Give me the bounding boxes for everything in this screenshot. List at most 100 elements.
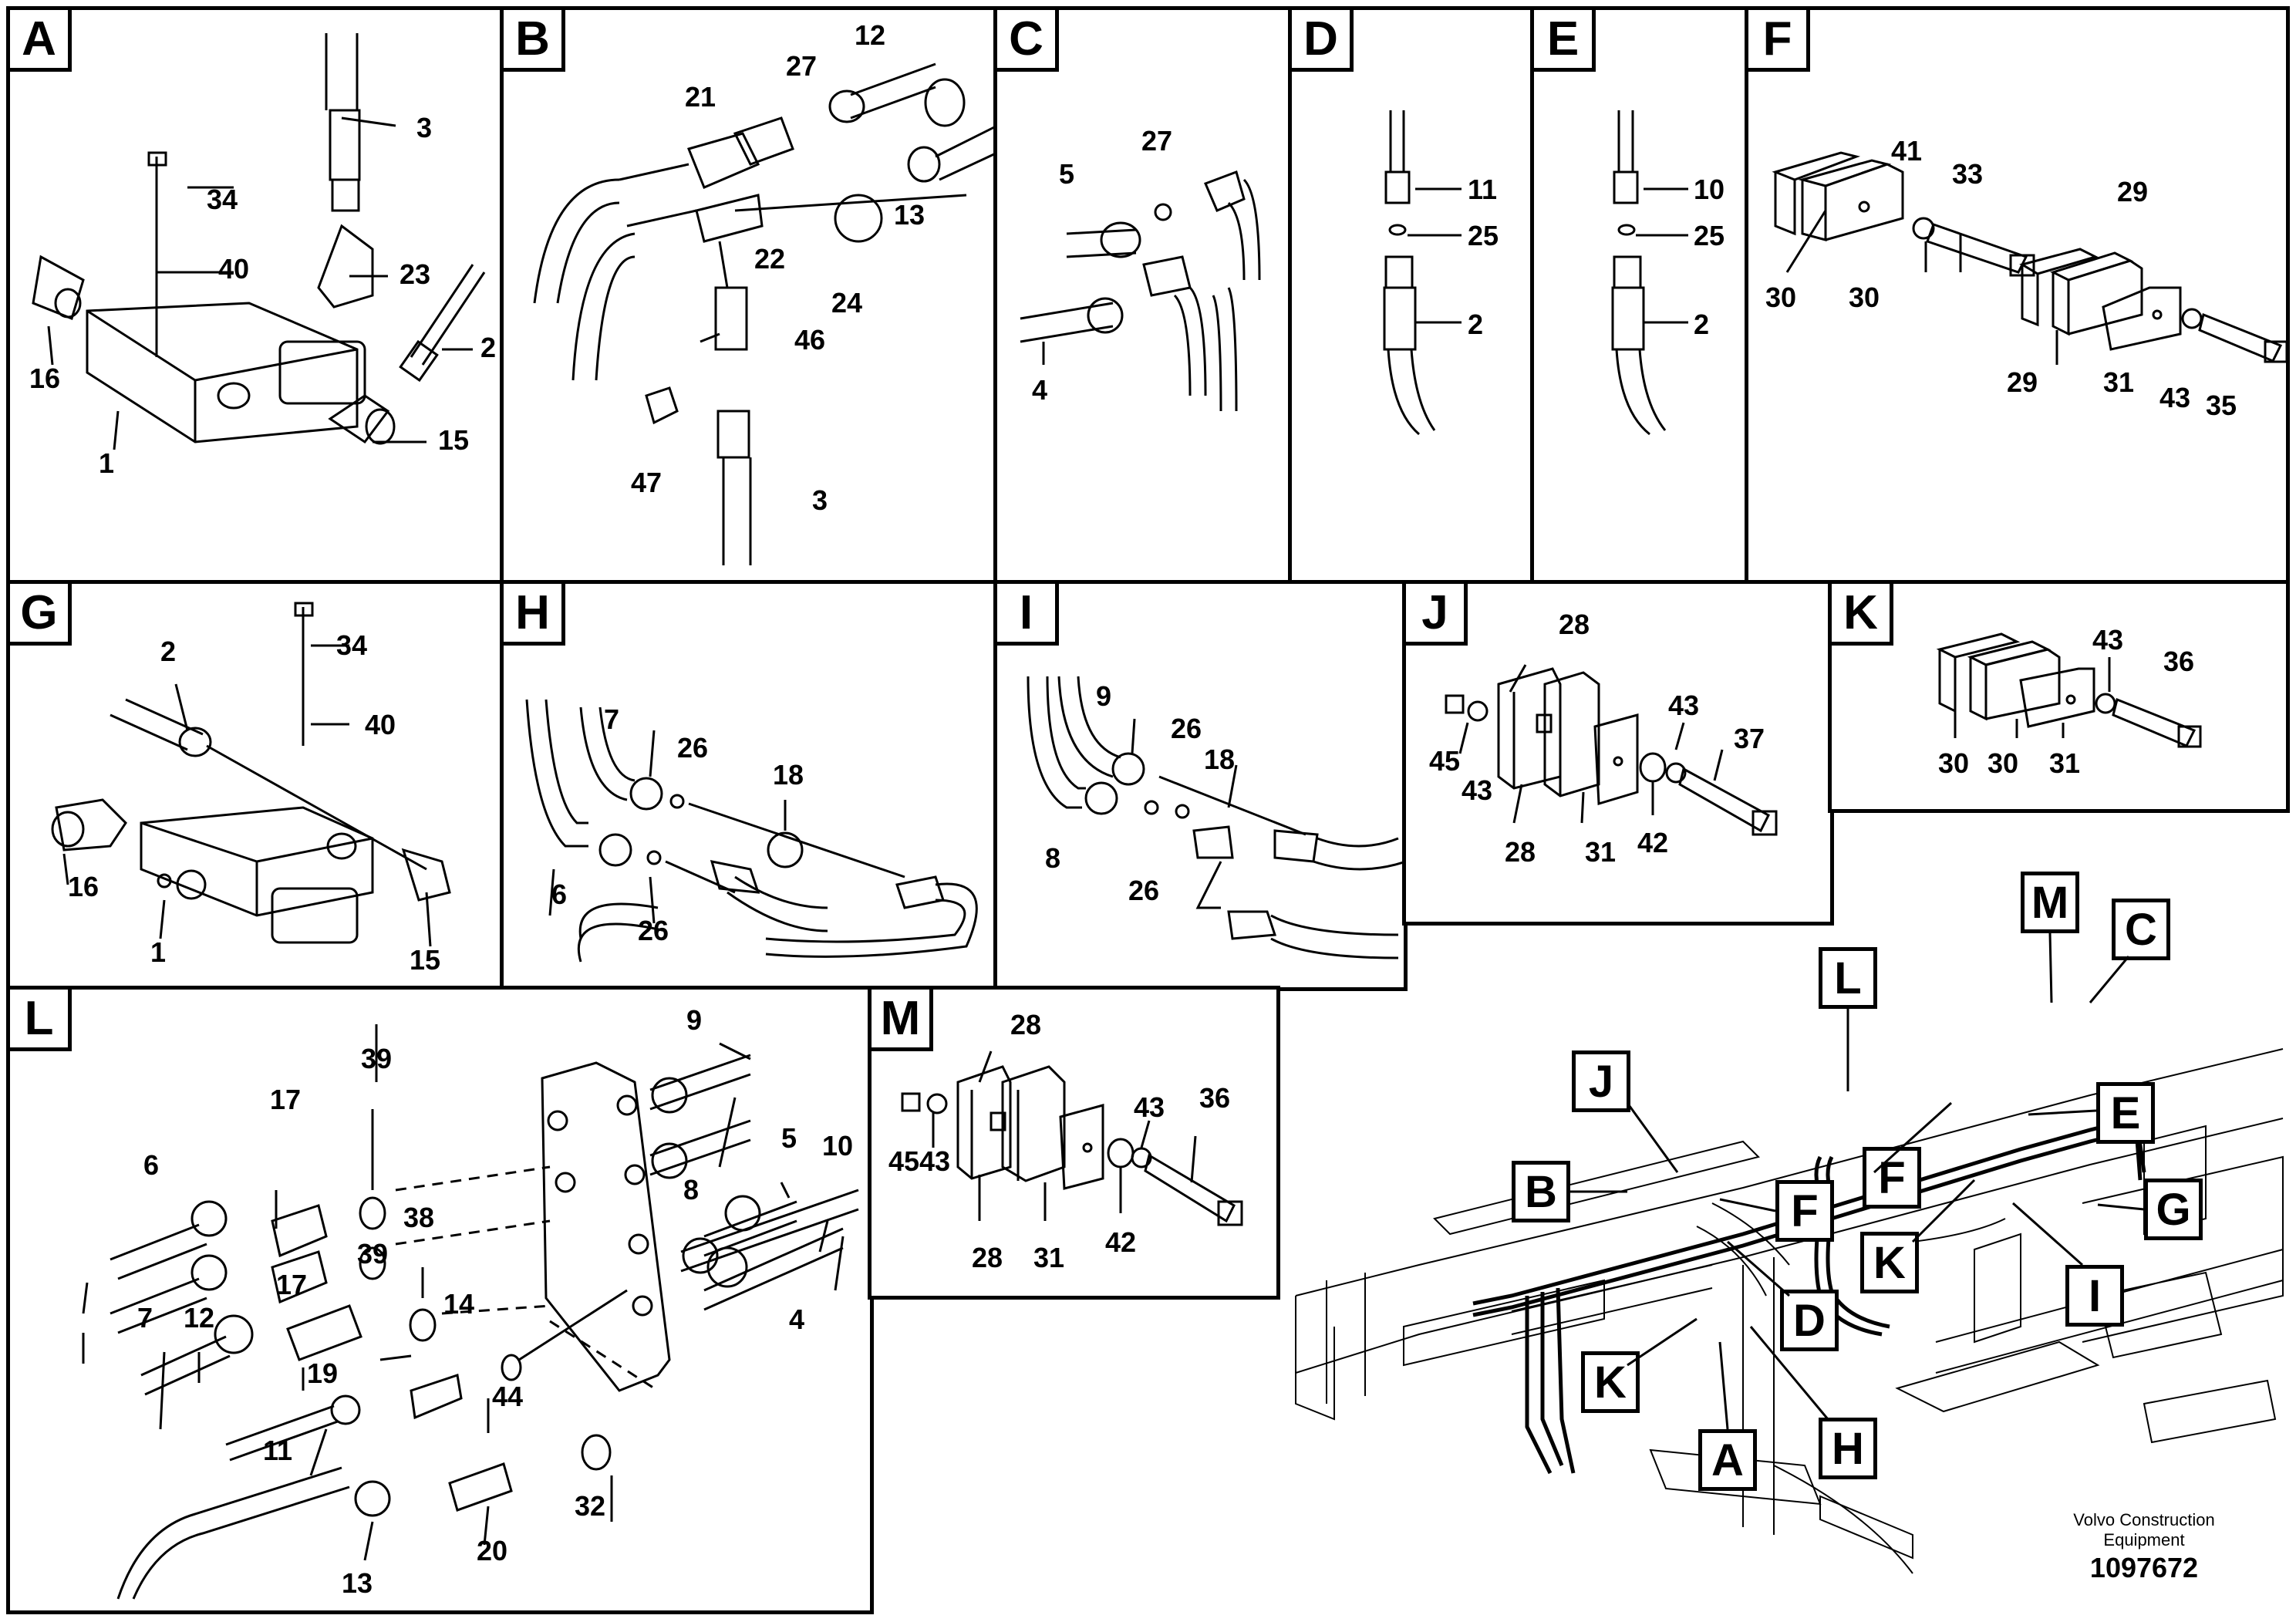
part-number: 32 [575,1490,606,1522]
part-number: 28 [1010,1009,1042,1040]
part-number: 6 [143,1149,160,1181]
part-number: 43 [1462,774,1493,806]
panel-a: A 3 34 40 23 2 16 1 15 [6,6,504,586]
part-number: 22 [754,243,786,275]
part-number: 31 [1033,1242,1065,1273]
panel-e-drawing [1611,110,1688,436]
panel-g-drawing [51,602,451,947]
part-number: 30 [1765,282,1797,313]
part-number: 40 [365,709,396,740]
panel-h-label: H [504,584,565,646]
part-number: 18 [1204,744,1236,775]
part-number: 43 [1668,690,1700,721]
overview-callout-k-2: K [1581,1351,1640,1413]
part-number: 8 [683,1174,700,1206]
part-number: 11 [1468,174,1498,205]
part-number: 39 [361,1043,393,1074]
panel-a-label: A [10,10,72,72]
part-number: 21 [685,81,716,113]
part-number: 9 [1096,680,1112,712]
part-number: 36 [1199,1082,1231,1114]
panel-k-label: K [1832,584,1893,646]
part-number: 20 [477,1535,508,1566]
part-number: 4 [789,1303,805,1335]
part-number: 31 [2103,366,2135,398]
part-number: 31 [1585,836,1617,868]
panel-m: M 28 43 36 45 43 42 28 31 [868,986,1280,1300]
part-number: 2 [480,332,497,363]
panel-g: G 2 34 40 16 1 15 [6,580,504,991]
panel-b-drawing [533,62,996,565]
panel-a-drawing [32,33,486,450]
part-number: 5 [781,1122,797,1154]
part-number: 27 [786,50,818,82]
part-number: 46 [794,324,826,356]
part-number: 28 [972,1242,1003,1273]
part-number: 34 [207,184,238,215]
part-number: 1 [150,936,167,968]
overview-callout-j: J [1572,1050,1630,1112]
part-number: 12 [184,1302,215,1334]
part-number: 29 [2007,366,2038,398]
part-number: 38 [403,1202,435,1233]
part-number: 17 [276,1269,308,1300]
part-number: 43 [2092,624,2124,656]
part-number: 37 [1734,723,1765,754]
panel-l: L 9 39 17 6 8 5 10 38 39 17 7 12 14 19 4… [6,986,874,1614]
part-number: 2 [1694,309,1710,340]
part-number: 35 [2206,389,2237,421]
panel-e-label: E [1534,10,1596,72]
part-number: 29 [2117,176,2149,207]
part-number: 13 [894,199,925,231]
panel-c: C 27 5 4 [993,6,1294,586]
panel-b: B 12 27 21 13 22 24 46 47 3 [500,6,1000,586]
part-number: 40 [218,253,250,285]
part-number: 27 [1141,125,1173,157]
part-number: 13 [342,1567,373,1599]
overview-callout-f-1: F [1775,1180,1834,1242]
part-number: 7 [137,1302,153,1334]
part-number: 16 [68,871,99,902]
panel-h: H 7 26 18 6 26 [500,580,1000,991]
panel-j-label: J [1406,584,1468,646]
panel-m-drawing [901,1050,1243,1226]
part-number: 11 [263,1435,293,1466]
part-number: 45 [1429,745,1461,777]
part-number: 34 [336,629,368,661]
panel-e: E 10 25 2 [1530,6,1751,586]
part-number: 39 [357,1238,389,1270]
part-number: 44 [492,1381,524,1412]
overview-callout-m: M [2021,872,2079,933]
part-number: 26 [1171,713,1202,744]
part-number: 23 [400,258,431,290]
overview-callout-g: G [2144,1179,2203,1240]
part-number: 43 [1134,1091,1165,1123]
part-number: 18 [773,759,804,791]
footer-company-line2: Equipment [2103,1530,2185,1549]
footer-drawing-number: 1097672 [2089,1552,2199,1583]
panel-g-label: G [10,584,72,646]
part-number: 10 [822,1130,854,1162]
part-number: 12 [855,19,886,51]
panel-l-label: L [10,990,72,1051]
panel-f-label: F [1748,10,1810,72]
panel-b-label: B [504,10,565,72]
overview-callout-h: H [1819,1418,1877,1479]
panel-d: D 11 25 2 [1288,6,1536,586]
part-number: 5 [1059,158,1075,190]
overview-callout-k-1: K [1860,1232,1919,1293]
part-number: 30 [1938,747,1970,779]
part-number: 24 [831,287,863,319]
panel-k-drawing [1936,632,2202,748]
part-number: 15 [410,944,441,976]
part-number: 9 [686,1004,703,1036]
panel-i-label: I [997,584,1059,646]
part-number: 26 [677,732,709,764]
overview-callout-f-2: F [1863,1147,1921,1209]
part-number: 26 [1128,875,1160,906]
part-number: 30 [1849,282,1880,313]
part-number: 41 [1891,135,1923,167]
part-number: 47 [631,467,663,498]
part-number: 7 [604,703,620,735]
overview-callout-c: C [2112,899,2170,960]
